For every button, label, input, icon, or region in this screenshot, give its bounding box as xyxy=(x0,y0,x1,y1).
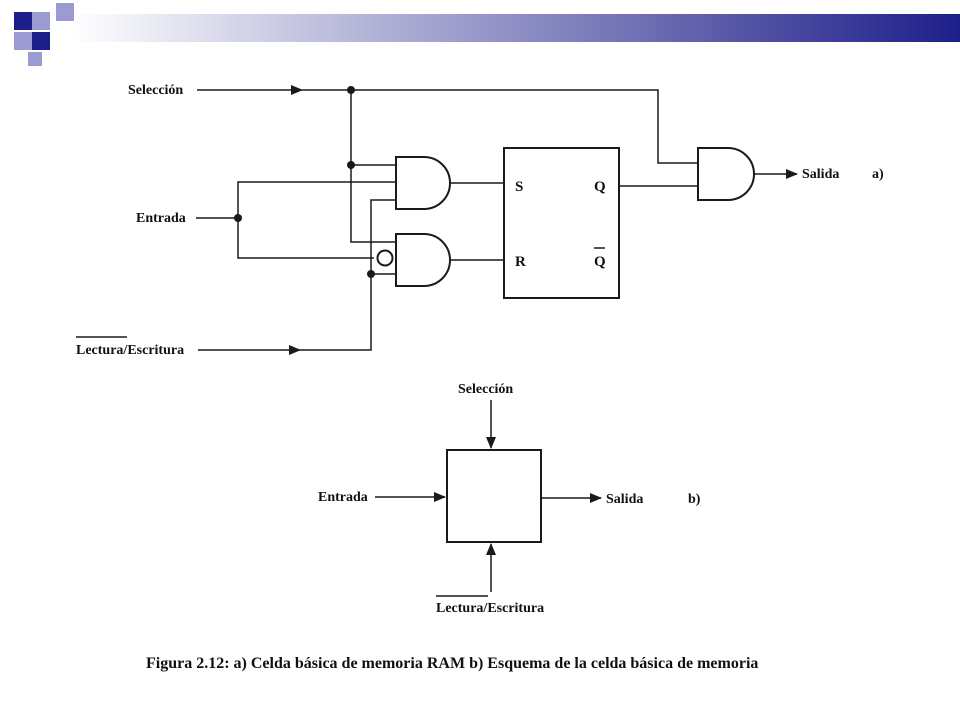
seleccion-label-b: Selección xyxy=(458,382,513,397)
entrada-label-a: Entrada xyxy=(136,211,186,226)
and-gate-upper xyxy=(395,156,451,210)
flipflop-r-label: R xyxy=(515,254,526,270)
sr-flipflop xyxy=(503,147,620,299)
flipflop-q-label: Q xyxy=(594,179,606,195)
junction-dot xyxy=(347,161,355,169)
diagram-b-tag: b) xyxy=(688,492,701,507)
figure-caption-label: Figura 2.12: xyxy=(146,655,230,672)
diagram-b: Selección Entrada Lectura/Escritura Sali… xyxy=(318,382,701,616)
lectura-escritura-bus xyxy=(300,199,396,351)
salida-label-b: Salida xyxy=(606,492,643,507)
inverter-bubble xyxy=(376,249,394,267)
figure-caption: Figura 2.12: a) Celda básica de memoria … xyxy=(146,655,758,672)
figure-caption-text: a) Celda básica de memoria RAM b) Esquem… xyxy=(230,655,759,672)
entrada-branch-top xyxy=(237,181,396,218)
flipflop-s-label: S xyxy=(515,179,523,195)
and-gate-lower xyxy=(395,233,451,287)
junction-dot xyxy=(367,270,375,278)
banner-bar xyxy=(70,14,960,42)
seleccion-bus xyxy=(302,89,698,164)
banner-square-dark xyxy=(14,12,32,30)
lectura-escritura-label-a: Lectura/Escritura xyxy=(76,343,184,358)
memory-cell-block xyxy=(446,449,542,543)
junction-dot xyxy=(347,86,355,94)
diagram-a: S R Q Q Selección Entrada Lectura/Escrit… xyxy=(76,83,884,358)
banner-square-light xyxy=(56,3,74,21)
entrada-label-b: Entrada xyxy=(318,490,368,505)
salida-label-a: Salida xyxy=(802,167,839,182)
and-gate-output xyxy=(697,147,755,201)
diagram-a-tag: a) xyxy=(872,167,884,182)
banner-square-dark xyxy=(32,32,50,50)
slide-banner xyxy=(14,3,960,66)
banner-square-light xyxy=(14,32,32,50)
seleccion-label-a: Selección xyxy=(128,83,183,98)
banner-square-light xyxy=(28,52,42,66)
seleccion-branch xyxy=(350,90,396,243)
junction-dot xyxy=(234,214,242,222)
lectura-escritura-label-b: Lectura/Escritura xyxy=(436,601,544,616)
flipflop-qbar-label: Q xyxy=(594,254,606,270)
banner-square-light xyxy=(32,12,50,30)
entrada-branch-bottom xyxy=(237,218,374,259)
